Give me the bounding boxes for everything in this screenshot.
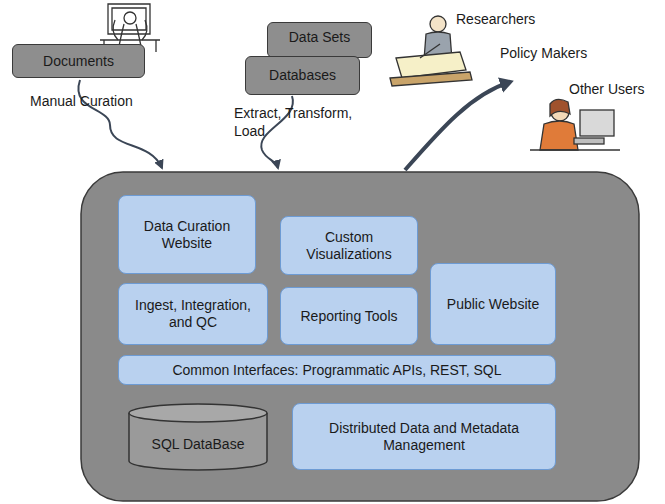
component-box: Public Website bbox=[430, 263, 556, 345]
source-box: Databases bbox=[245, 56, 360, 95]
node-text: Ingest, Integration, and QC bbox=[125, 297, 261, 331]
component-box: Distributed Data and Metadata Management bbox=[292, 403, 556, 470]
node-text: Reporting Tools bbox=[300, 308, 397, 325]
node-text: Distributed Data and Metadata Management bbox=[299, 420, 549, 454]
node-text: SQL DataBase bbox=[152, 436, 245, 453]
source-box: Data Sets bbox=[267, 22, 372, 58]
arrow-label: Manual Curation bbox=[30, 92, 133, 110]
source-box: Documents bbox=[12, 44, 145, 78]
output-arrow bbox=[405, 82, 510, 170]
node-text: Public Website bbox=[447, 296, 539, 313]
arrow-label: Extract, Transform, Load bbox=[234, 104, 356, 140]
user-label: Other Users bbox=[569, 80, 644, 98]
node-text: Databases bbox=[269, 67, 336, 84]
user-label: Policy Makers bbox=[500, 44, 587, 62]
user-label: Researchers bbox=[456, 10, 535, 28]
component-box: Reporting Tools bbox=[280, 287, 418, 345]
component-box: Custom Visualizations bbox=[280, 216, 418, 275]
component-box: Ingest, Integration, and QC bbox=[118, 283, 268, 345]
platform-container bbox=[81, 172, 639, 501]
user-at-computer bbox=[530, 99, 620, 150]
interface-band: Common Interfaces: Programmatic APIs, RE… bbox=[118, 355, 556, 385]
node-text: Documents bbox=[43, 53, 114, 70]
node-text: Data Sets bbox=[289, 29, 350, 46]
node-text: Common Interfaces: Programmatic APIs, RE… bbox=[172, 362, 501, 379]
database-cylinder: SQL DataBase bbox=[128, 403, 268, 471]
component-box: Data Curation Website bbox=[118, 195, 256, 274]
node-text: Custom Visualizations bbox=[287, 229, 411, 263]
node-text: Data Curation Website bbox=[125, 218, 249, 252]
